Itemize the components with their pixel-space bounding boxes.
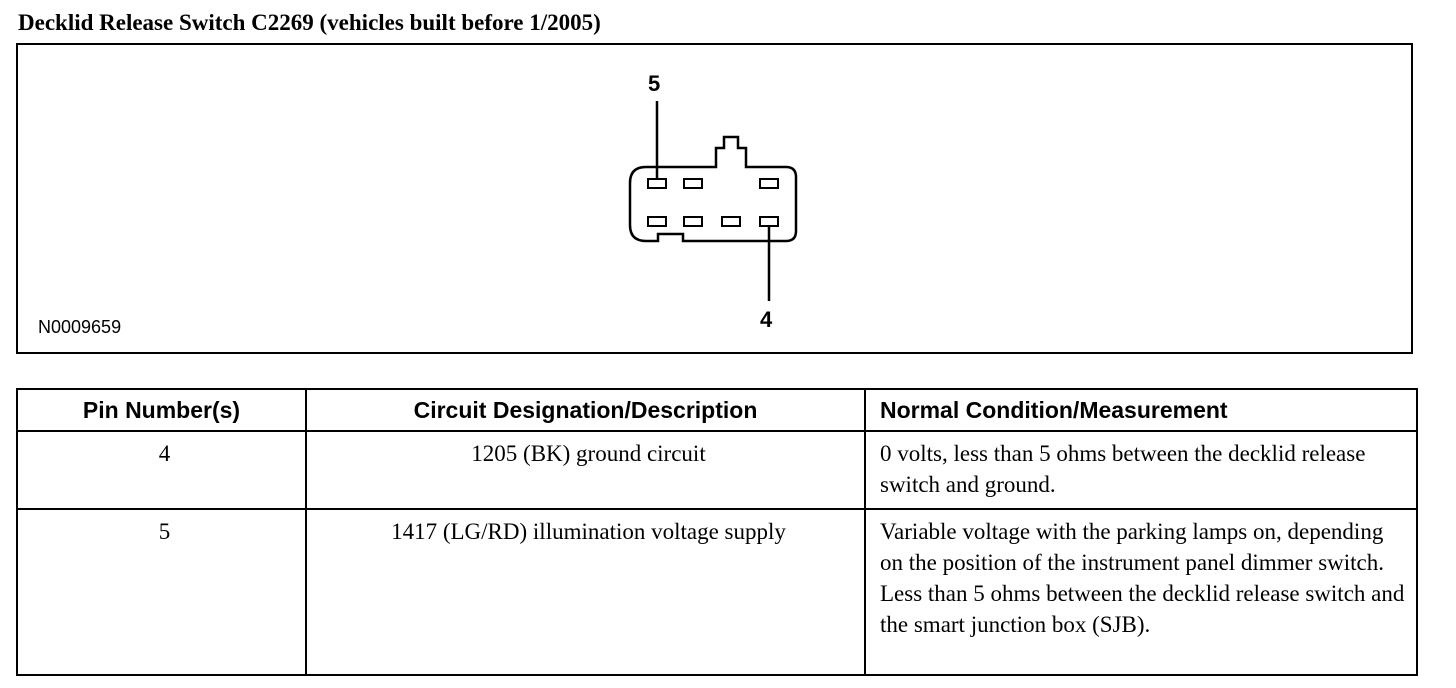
terminal-4 [759,216,779,227]
table-row: 4 1205 (BK) ground circuit 0 volts, less… [16,430,1418,510]
circuit-cell: 1417 (LG/RD) illumination voltage supply [305,508,866,676]
circuit-cell: 1205 (BK) ground circuit [305,430,866,510]
table-header-row: Pin Number(s) Circuit Designation/Descri… [16,388,1418,432]
connector-diagram: 5 4 N0009659 [16,43,1413,354]
terminal-top-2 [683,178,703,189]
terminal-bottom-3 [721,216,741,227]
pin-table: Pin Number(s) Circuit Designation/Descri… [16,388,1418,676]
terminal-bottom-1 [647,216,667,227]
column-header-measurement: Normal Condition/Measurement [864,388,1418,432]
terminal-5 [647,178,667,189]
measurement-cell: 0 volts, less than 5 ohms between the de… [864,430,1418,510]
connector-face-drawing [628,101,798,301]
measurement-cell: Variable voltage with the parking lamps … [864,508,1418,676]
pin-number-cell: 4 [16,430,307,510]
terminal-bottom-2 [683,216,703,227]
column-header-circuit: Circuit Designation/Description [305,388,866,432]
pin-number-cell: 5 [16,508,307,676]
pin-label-5: 5 [648,71,661,96]
column-header-pin: Pin Number(s) [16,388,307,432]
table-row: 5 1417 (LG/RD) illumination voltage supp… [16,508,1418,676]
document-title: Decklid Release Switch C2269 (vehicles b… [18,10,601,35]
pin-label-4: 4 [760,307,773,332]
figure-id: N0009659 [38,317,122,337]
connector-outline [628,135,798,243]
terminal-top-3 [759,178,779,189]
